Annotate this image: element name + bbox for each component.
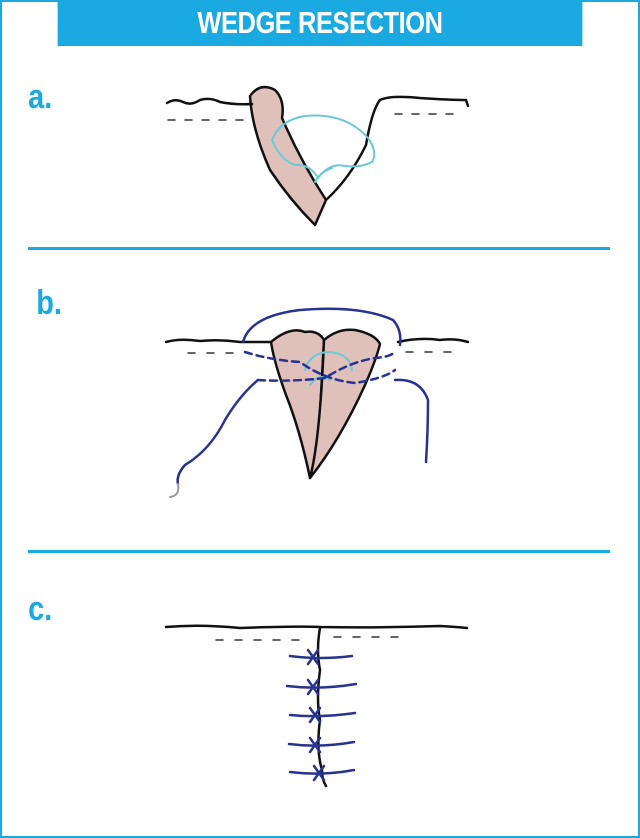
suture-tail-right bbox=[393, 378, 430, 464]
suture-tail-left bbox=[176, 378, 260, 486]
dermis-line bbox=[215, 636, 411, 641]
panel-a-drawing bbox=[165, 85, 470, 227]
interrupted-sutures bbox=[285, 648, 358, 782]
panel-label-c: c. bbox=[28, 590, 53, 628]
wound-edge bbox=[324, 95, 470, 202]
panel-label-a: a. bbox=[28, 78, 53, 116]
skin-surface bbox=[165, 97, 254, 106]
suture-loop bbox=[241, 307, 402, 347]
suture-buried bbox=[243, 350, 397, 385]
skin-surface bbox=[164, 337, 470, 344]
dermis-line bbox=[167, 113, 463, 121]
wedge-tissue bbox=[248, 85, 328, 227]
closed-incision bbox=[316, 626, 328, 788]
skin-surface bbox=[164, 624, 469, 630]
panel-c-drawing bbox=[164, 624, 469, 788]
dermis-line bbox=[187, 351, 463, 354]
panel-label-b: b. bbox=[36, 284, 62, 322]
panel-b-drawing bbox=[164, 307, 470, 498]
panel-divider bbox=[28, 247, 610, 250]
light-suture bbox=[304, 351, 353, 386]
light-suture bbox=[271, 114, 376, 183]
needle-icon bbox=[169, 483, 180, 498]
panel-divider bbox=[28, 550, 610, 553]
figure-title: WEDGE RESECTION bbox=[57, 0, 583, 46]
